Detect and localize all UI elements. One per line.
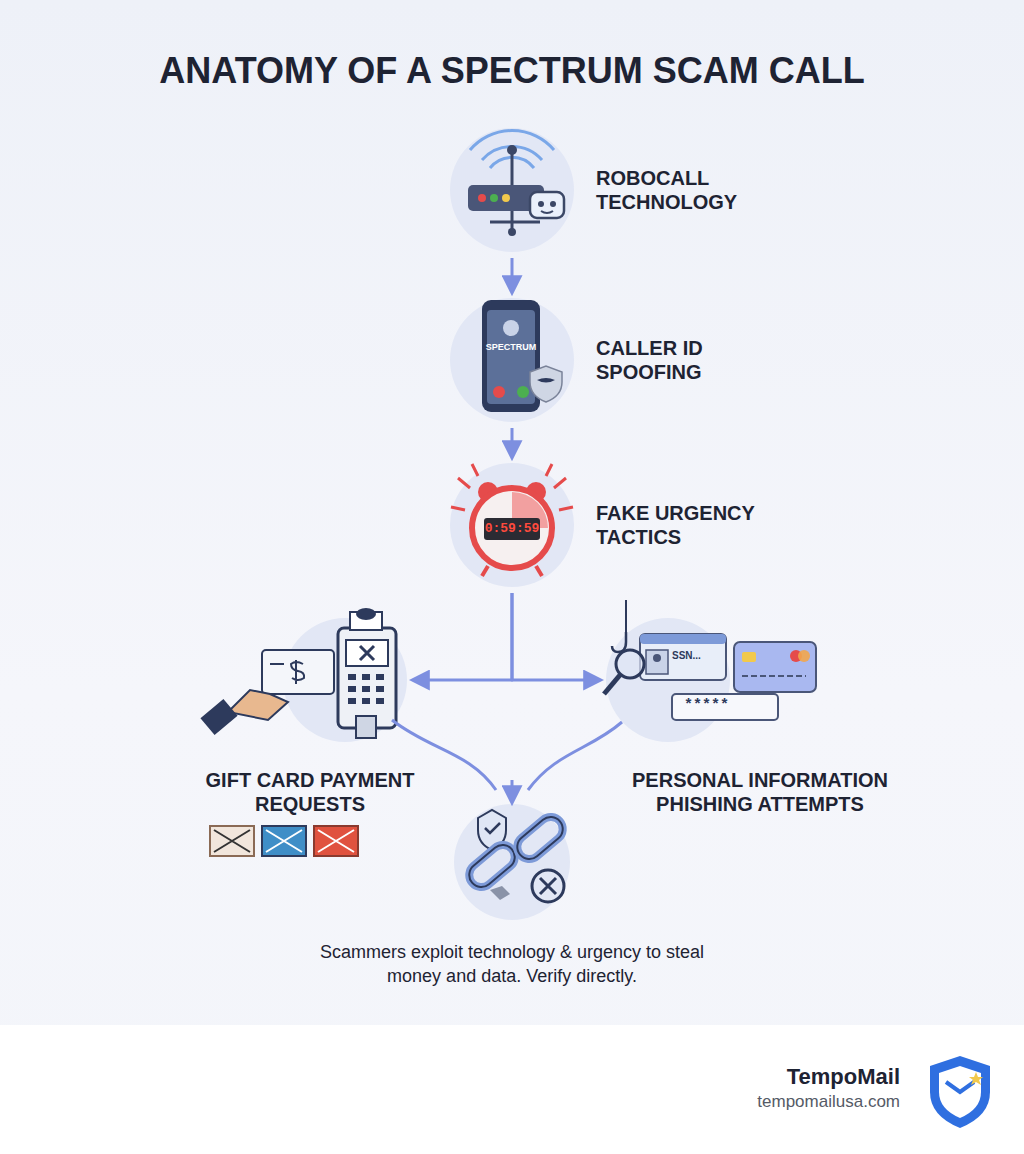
crossed-cards [210, 826, 358, 856]
flow-arrow [413, 593, 512, 680]
footer-band [0, 1025, 1024, 1154]
payment-terminal-icon [200, 608, 396, 738]
brand-text: tempomailusa.com [757, 1092, 900, 1112]
step-label: GIFT CARD PAYMENT REQUESTS [190, 768, 430, 816]
step-circle: GIFT CARD PAYMENT REQUESTS [283, 618, 407, 742]
flow-arrow [511, 428, 514, 457]
brand-text: TempoMail [787, 1064, 900, 1090]
step-label: PERSONAL INFORMATION PHISHING ATTEMPTS [610, 768, 910, 816]
step-label: ROBOCALL TECHNOLOGY [596, 166, 796, 214]
shield-logo [930, 1056, 990, 1128]
phone-icon [482, 300, 562, 412]
step-circle: CALLER ID SPOOFING [450, 298, 574, 422]
alarm-clock-icon [451, 464, 573, 576]
step-label: FAKE URGENCY TACTICS [596, 501, 796, 549]
step-circle: ROBOCALL TECHNOLOGY [450, 128, 574, 252]
step-circle: PERSONAL INFORMATION PHISHING ATTEMPTS [606, 618, 730, 742]
broken-chain-icon [464, 810, 567, 902]
icon-label: SSN... [672, 650, 701, 661]
phishing-icon [604, 600, 816, 720]
step-label: CALLER ID SPOOFING [596, 336, 796, 384]
diagram-title: ANATOMY OF A SPECTRUM SCAM CALL [0, 50, 1024, 92]
flow-arrow [512, 593, 600, 680]
icon-label: ***** [684, 697, 729, 714]
caption: Scammers exploit technology & urgency to… [312, 940, 712, 989]
flow-arrow [511, 258, 514, 292]
merge-lines [392, 720, 622, 802]
icon-label: 0:59:59 [485, 521, 540, 536]
icon-label: SPECTRUM [486, 342, 537, 352]
router-icon [468, 131, 564, 236]
